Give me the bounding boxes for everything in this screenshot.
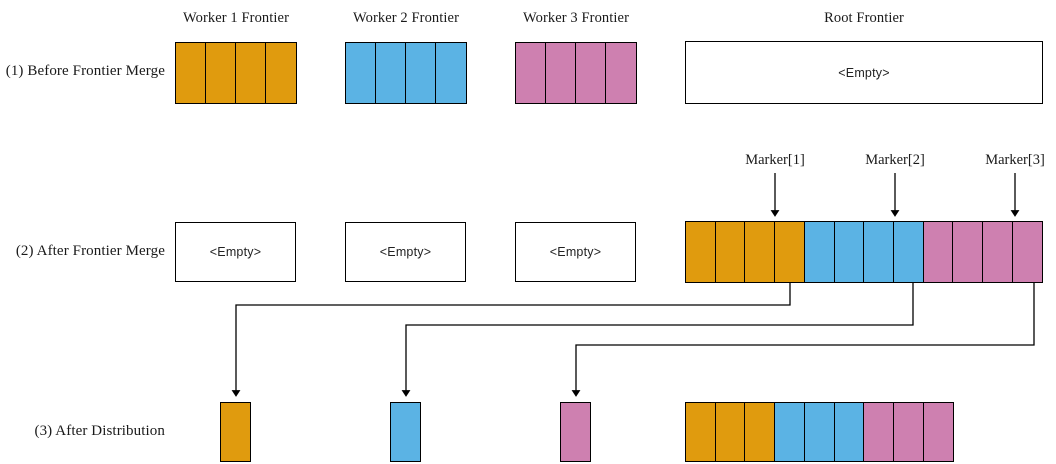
frontier-cell	[265, 42, 298, 104]
frontier-cell	[575, 42, 607, 104]
column-header-worker1: Worker 1 Frontier	[182, 10, 290, 26]
empty-label: <Empty>	[379, 245, 432, 259]
frontier-cell	[714, 221, 746, 283]
frontier-cell	[952, 221, 984, 283]
row-label-after-distribution: (3) After Distribution	[34, 423, 165, 439]
row2-worker2-empty-box: <Empty>	[345, 222, 466, 282]
frontier-cell	[1011, 221, 1044, 283]
row2-worker1-empty-box: <Empty>	[175, 222, 296, 282]
frontier-cell	[235, 42, 267, 104]
row1-root-frontier-empty-box: <Empty>	[685, 41, 1043, 104]
frontier-cell	[744, 221, 776, 283]
frontier-cell	[863, 221, 895, 283]
row3-root-frontier-bar	[685, 402, 955, 462]
frontier-cell	[922, 221, 954, 283]
marker-label-2: Marker[2]	[865, 152, 925, 168]
frontier-cell	[982, 221, 1014, 283]
frontier-cell	[515, 42, 547, 104]
frontier-cell	[863, 402, 895, 462]
column-header-worker2: Worker 2 Frontier	[352, 10, 460, 26]
frontier-cell	[714, 402, 747, 462]
empty-label: <Empty>	[549, 245, 602, 259]
frontier-cell	[774, 221, 806, 283]
frontier-cell	[803, 221, 836, 283]
frontier-cell	[833, 402, 865, 462]
empty-label: <Empty>	[838, 65, 890, 80]
frontier-cell	[892, 221, 925, 283]
row3-worker3-frontier-bar	[560, 402, 591, 462]
frontier-cell	[175, 42, 207, 104]
row-label-after-frontier-merge: (2) After Frontier Merge	[15, 243, 165, 259]
frontier-cell	[803, 402, 836, 462]
frontier-cell	[375, 42, 407, 104]
frontier-cell	[205, 42, 237, 104]
frontier-cell	[390, 402, 421, 462]
frontier-cell	[893, 402, 925, 462]
distribution-connector-worker1	[231, 283, 791, 397]
row3-worker2-frontier-bar	[390, 402, 421, 462]
row1-worker3-frontier-bar	[515, 42, 638, 104]
frontier-cell	[685, 402, 717, 462]
frontier-cell	[220, 402, 251, 462]
marker-label-1: Marker[1]	[745, 152, 805, 168]
frontier-cell	[774, 402, 806, 462]
frontier-cell	[560, 402, 591, 462]
frontier-cell	[545, 42, 577, 104]
empty-label: <Empty>	[209, 245, 262, 259]
row2-worker3-empty-box: <Empty>	[515, 222, 636, 282]
frontier-cell	[833, 221, 865, 283]
frontier-cell	[345, 42, 377, 104]
row3-worker1-frontier-bar	[220, 402, 251, 462]
frontier-cell	[744, 402, 776, 462]
row1-worker2-frontier-bar	[345, 42, 468, 104]
frontier-cell	[685, 221, 717, 283]
frontier-cell	[922, 402, 955, 462]
frontier-cell	[405, 42, 437, 104]
frontier-cell	[435, 42, 468, 104]
row2-root-merged-frontier-bar	[685, 221, 1044, 283]
distribution-connector-worker3	[571, 283, 1035, 397]
row-label-before-frontier-merge: (1) Before Frontier Merge	[5, 63, 165, 79]
row1-worker1-frontier-bar	[175, 42, 298, 104]
frontier-cell	[605, 42, 638, 104]
distribution-connector-worker2	[401, 283, 914, 397]
column-header-worker3: Worker 3 Frontier	[522, 10, 630, 26]
marker-label-3: Marker[3]	[985, 152, 1045, 168]
column-header-root: Root Frontier	[824, 10, 904, 26]
